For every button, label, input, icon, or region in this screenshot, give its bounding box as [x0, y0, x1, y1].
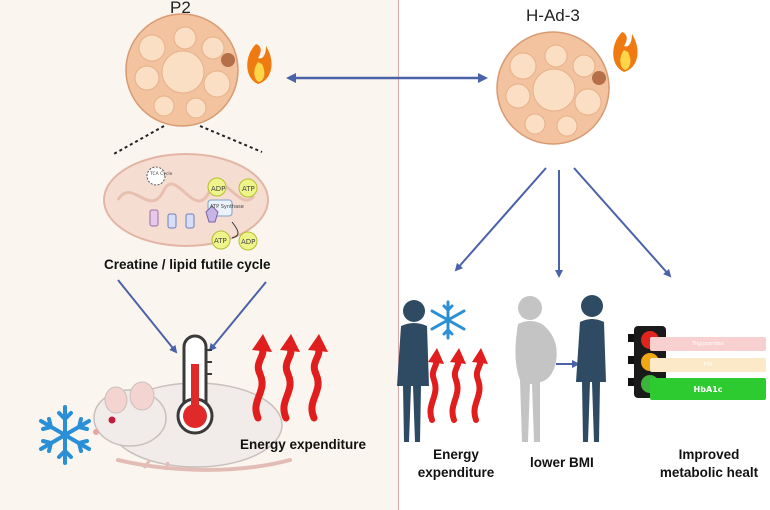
- improved-metabolic-label: Improved metabolic healt: [659, 447, 759, 480]
- arrow-cycle-to-mouse-right: [208, 281, 267, 352]
- heat-wave-heads-left: [252, 334, 328, 352]
- person-after-icon: [576, 295, 606, 442]
- tca-label: TCA Cycle: [150, 172, 173, 177]
- thermometer-icon: [176, 334, 214, 435]
- bar-hba1c-label: HbA1c: [693, 384, 723, 394]
- flame-right-icon: [613, 32, 638, 72]
- snowflake-right-icon: [430, 300, 466, 340]
- atp-bottom-label: ATP: [214, 237, 227, 245]
- heat-waves-left-icon: [252, 344, 323, 422]
- snowflake-left-icon: [39, 405, 91, 465]
- energy-expenditure-right-label: Energy expenditure: [417, 447, 495, 480]
- adp-bottom-label: ADP: [241, 238, 256, 246]
- mitochondrion-icon: [103, 153, 269, 251]
- zoom-lines: [111, 125, 263, 156]
- bar-triglycerides-label: Triglycerides: [692, 341, 724, 347]
- lower-bmi-label: lower BMI: [530, 455, 594, 470]
- adipocyte-left-icon: [125, 13, 239, 127]
- right-panel-title: H-Ad-3: [526, 6, 580, 25]
- mechanism-label: Creatine / lipid futile cycle: [104, 257, 271, 272]
- bar-triglycerides: Triglycerides: [650, 337, 766, 351]
- arrow-to-metabolic: [573, 167, 672, 278]
- panel-divider: [398, 0, 399, 510]
- arrow-cycle-to-mouse-left: [117, 279, 178, 354]
- heat-waves-right-icon: [427, 357, 484, 423]
- flame-left-icon: [247, 44, 272, 84]
- atp-synthase-label: ATP Synthase: [210, 204, 244, 210]
- bar-ffa: FFA: [650, 358, 766, 372]
- bar-ffa-label: FFA: [703, 362, 713, 368]
- energy-expenditure-left-label: Energy expenditure: [240, 437, 367, 452]
- adp-top-label: ADP: [211, 185, 226, 193]
- adipocyte-right-icon: [496, 31, 610, 145]
- arrow-to-energy: [454, 167, 547, 272]
- left-panel-title: P2: [170, 0, 191, 17]
- person-energy-icon: [397, 300, 429, 442]
- atp-top-label: ATP: [242, 185, 255, 193]
- heat-wave-heads-right: [428, 348, 488, 364]
- bar-hba1c: HbA1c: [650, 378, 766, 400]
- person-before-icon: [515, 296, 557, 442]
